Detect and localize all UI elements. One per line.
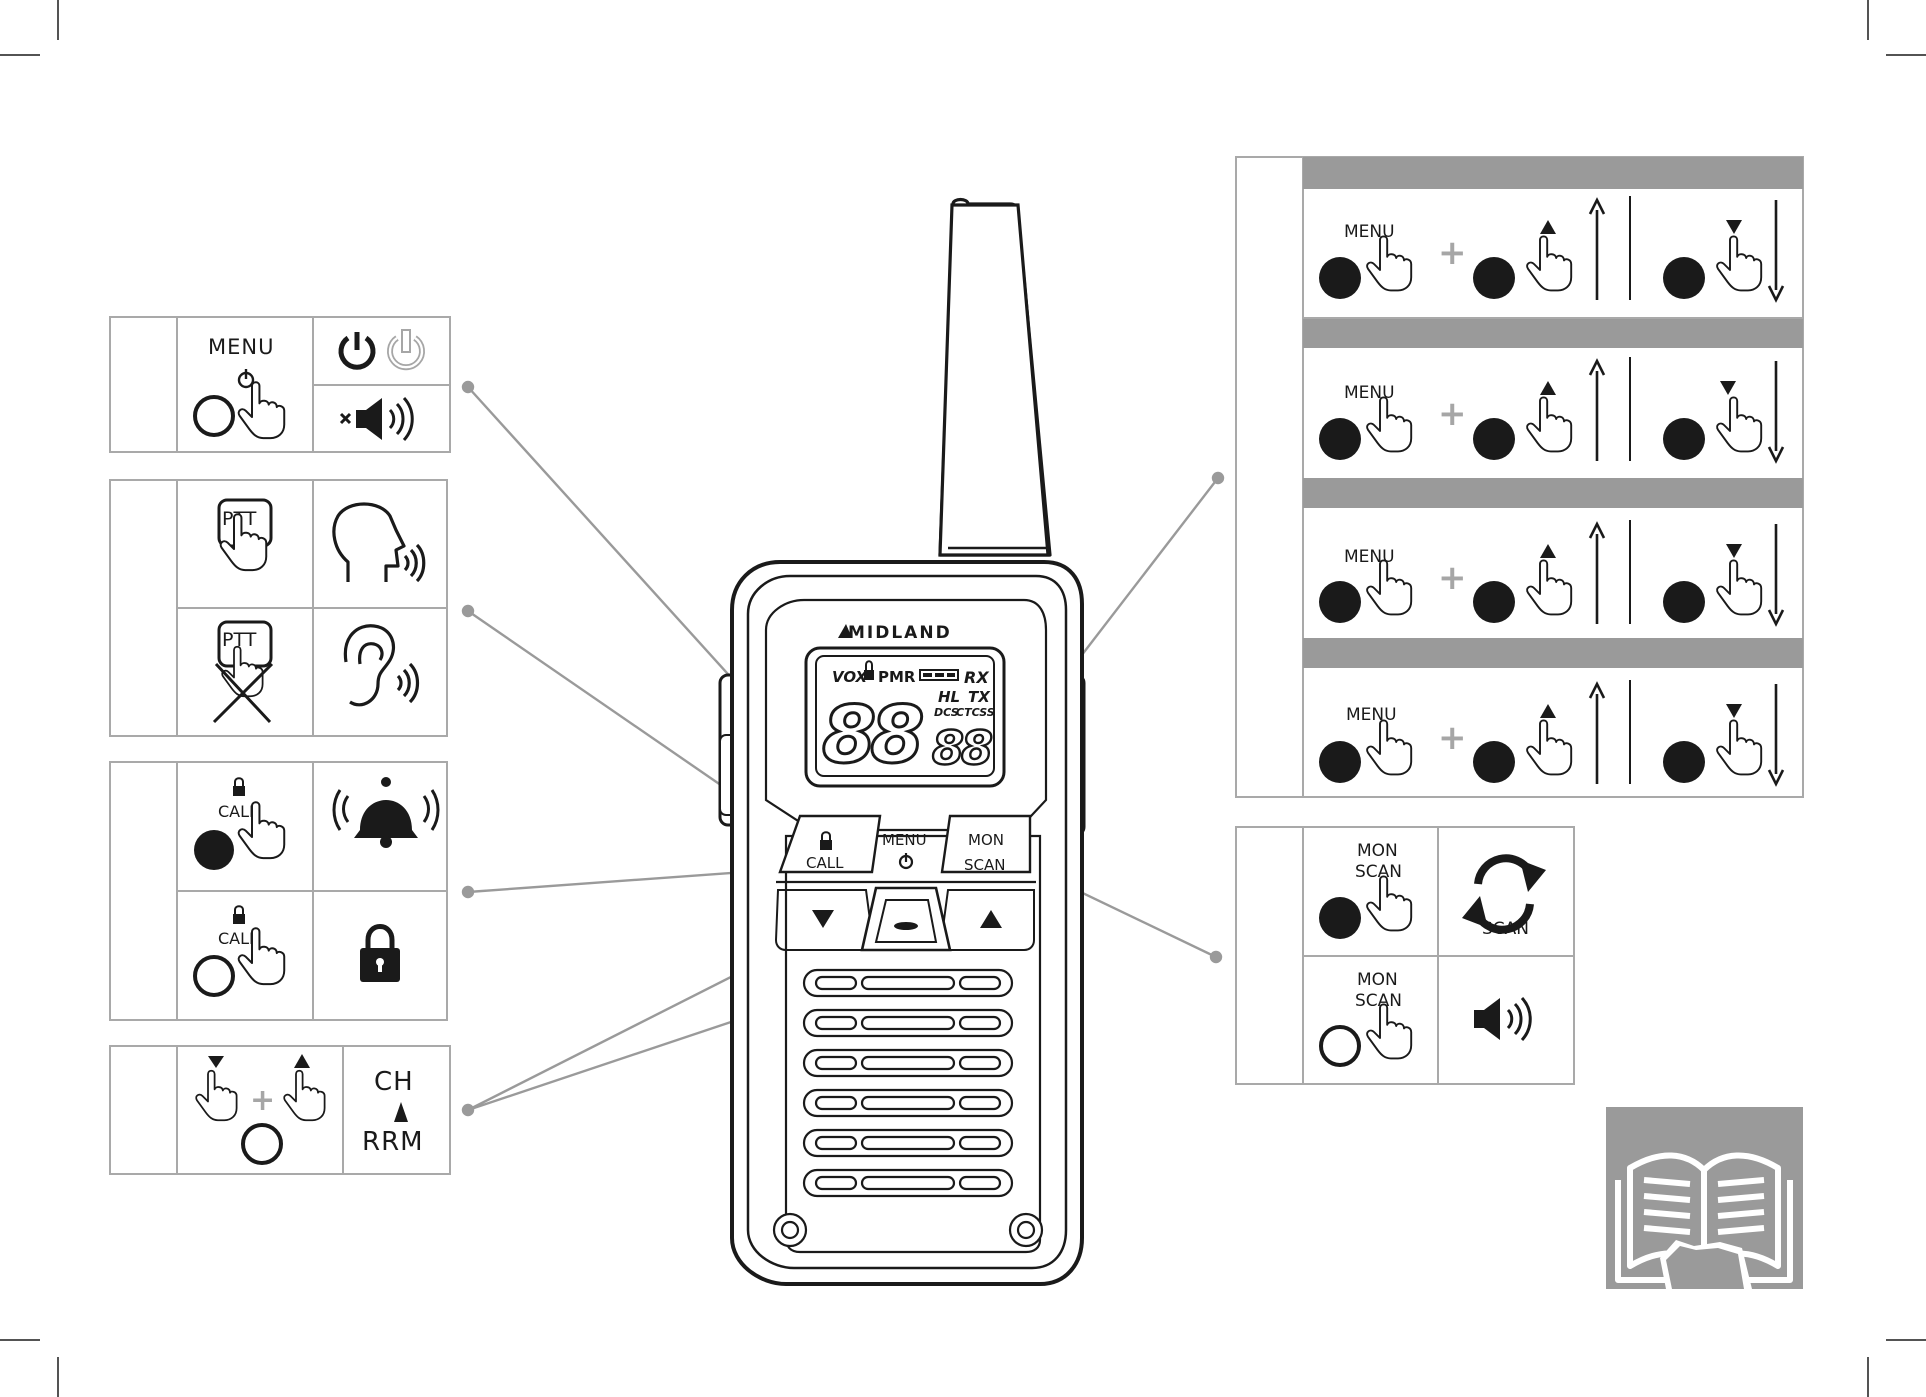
lock-small-icon [233, 786, 245, 796]
arrow-up-icon [1540, 704, 1556, 718]
finger-press-icon [196, 1071, 236, 1121]
arrow-down-icon [1720, 381, 1736, 395]
ch-label: CH [374, 1067, 414, 1097]
mon-label-top: MON [1357, 841, 1398, 861]
scan-label-bottom: SCAN [1355, 991, 1402, 1011]
finger-press-icon [1367, 876, 1411, 930]
band-3 [1303, 478, 1803, 508]
lock-small-icon [233, 914, 245, 924]
panel-channel: + CH RRM [196, 1054, 423, 1163]
power-icon [341, 332, 373, 367]
plus-sign: + [250, 1083, 275, 1118]
speaker-icon [1474, 998, 1530, 1040]
arrow-down-icon [1726, 544, 1742, 558]
lcd-hl: HL [938, 688, 960, 706]
plus-sign: + [1438, 558, 1467, 598]
power-outline-icon [390, 330, 422, 367]
lcd-ctcss: CTCSS [956, 706, 995, 719]
finger-press-icon [1717, 720, 1761, 774]
arrow-down-icon [1769, 524, 1783, 624]
arrow-down-icon [208, 1056, 224, 1068]
menu-row-label: MENU [1346, 705, 1397, 725]
monscan-panel: MON SCAN SCAN MON SCAN [1236, 827, 1574, 1084]
lcd-vox: VOX [832, 668, 869, 686]
menu-row-3: MENU + [1319, 520, 1783, 624]
ring-bell-icon [334, 777, 438, 848]
arrow-down-icon [1726, 220, 1742, 234]
scan-label-top: SCAN [1355, 862, 1402, 882]
finger-press-icon [1527, 236, 1571, 290]
menu-row-2: MENU + [1319, 357, 1783, 461]
menu-row-4: MENU + [1319, 680, 1783, 784]
lcd-rx: RX [964, 668, 989, 687]
arrow-up-icon [1540, 220, 1556, 234]
padlock-icon [360, 927, 400, 983]
finger-press-icon [1527, 560, 1571, 614]
left-panels [110, 317, 450, 1174]
mon-key-label: MON [968, 831, 1004, 849]
call-key-label: CALL [806, 854, 844, 872]
power-menu-label: MENU [208, 335, 274, 359]
finger-press-icon [1717, 560, 1761, 614]
menu-row-1: MENU + [1319, 196, 1783, 300]
lcd-big-digits: 88 [822, 691, 922, 781]
band-2 [1303, 318, 1803, 348]
mute-speaker-icon [341, 398, 412, 440]
brand-logo: MIDLAND [848, 623, 952, 643]
lcd-tx: TX [968, 688, 991, 706]
finger-press-icon [1367, 720, 1411, 774]
scan-key-label: SCAN [964, 856, 1005, 874]
arrow-up-icon [1590, 524, 1604, 624]
finger-press-icon [1717, 397, 1761, 451]
arrow-down-icon [1769, 684, 1783, 784]
arrow-up-icon [1590, 361, 1604, 461]
arrow-up-icon [1540, 381, 1556, 395]
panel-call: CALL CALL [194, 777, 438, 995]
mon-label-bottom: MON [1357, 970, 1398, 990]
antenna-signal-icon [394, 1102, 408, 1122]
arrow-up-icon [294, 1054, 310, 1068]
finger-press-icon [1367, 236, 1411, 290]
lcd-lock-icon [864, 670, 874, 680]
arrow-up-icon [1540, 544, 1556, 558]
finger-press-icon [1717, 236, 1761, 290]
finger-press-icon [239, 382, 285, 438]
finger-press-icon [1367, 560, 1411, 614]
finger-press-icon [1527, 720, 1571, 774]
call-key-lock-icon [820, 840, 832, 850]
arrow-down-icon [1726, 704, 1742, 718]
rrm-label: RRM [362, 1127, 424, 1157]
finger-press-icon [1367, 397, 1411, 451]
walkie-talkie: MIDLAND VOX PMR RX HL TX DCS CTCSS 88 88… [720, 200, 1084, 1285]
plus-sign: + [1438, 233, 1467, 273]
band-1 [1303, 157, 1803, 189]
scan-result-label: SCAN [1482, 919, 1529, 939]
arrow-down-icon [1769, 361, 1783, 461]
lcd-small-digits: 88 [932, 721, 992, 775]
finger-press-icon [1367, 1004, 1411, 1058]
listen-ear-icon [345, 626, 417, 705]
finger-press-icon [1527, 397, 1571, 451]
plus-sign: + [1438, 718, 1467, 758]
arrow-up-icon [1590, 684, 1604, 784]
panel-ptt: PTT PTT [214, 500, 424, 722]
right-menu-panel: MENU + MENU + [1236, 157, 1803, 797]
lcd-pmr: PMR [878, 668, 916, 686]
band-4 [1303, 638, 1803, 668]
finger-press-icon [284, 1071, 324, 1121]
read-manual-icon [1606, 1107, 1803, 1289]
arrow-up-icon [1590, 200, 1604, 300]
talk-head-icon [334, 504, 424, 582]
arrow-down-icon [1769, 200, 1783, 300]
menu-key-label: MENU [882, 831, 927, 849]
plus-sign: + [1438, 394, 1467, 434]
